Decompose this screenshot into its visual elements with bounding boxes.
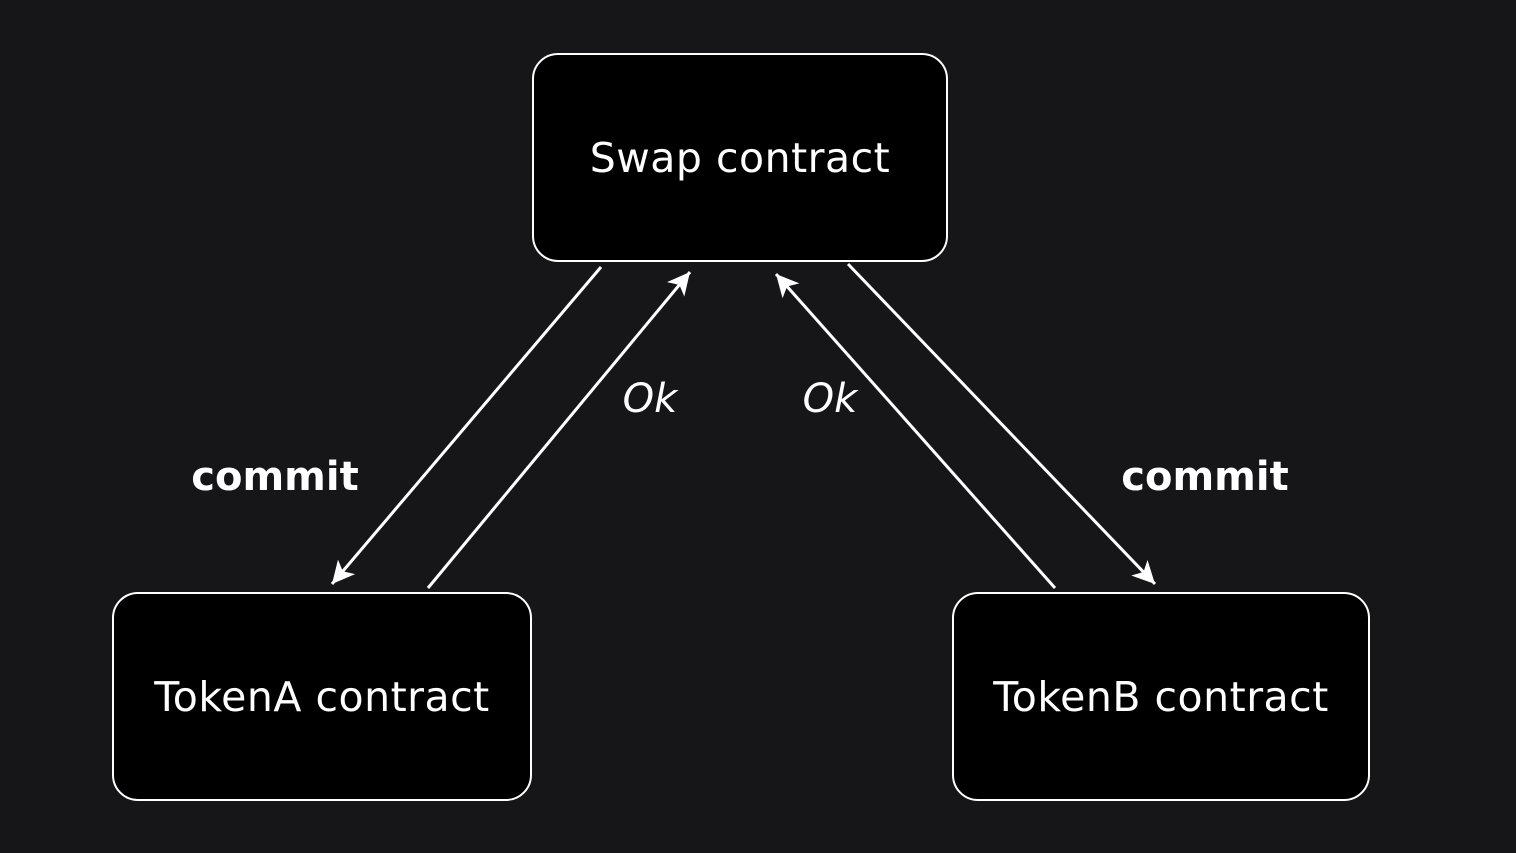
- edge-label-ok-left: Ok: [616, 376, 684, 422]
- node-swap-contract: Swap contract: [532, 53, 948, 262]
- edge-label-ok-right: Ok: [796, 376, 864, 422]
- node-tokena-contract: TokenA contract: [112, 592, 532, 801]
- edge-ok-left-line: [426, 271, 692, 589]
- edge-label-commit-left: commit: [185, 454, 365, 500]
- edge-commit-right-line: [846, 262, 1157, 586]
- edge-commit-left-line: [330, 266, 603, 585]
- edge-label-commit-right: commit: [1115, 454, 1295, 500]
- node-tokenb-contract-label: TokenB contract: [993, 672, 1329, 721]
- node-swap-contract-label: Swap contract: [589, 133, 891, 182]
- node-tokenb-contract: TokenB contract: [952, 592, 1370, 801]
- node-tokena-contract-label: TokenA contract: [154, 672, 490, 721]
- edge-ok-right-line: [774, 273, 1057, 589]
